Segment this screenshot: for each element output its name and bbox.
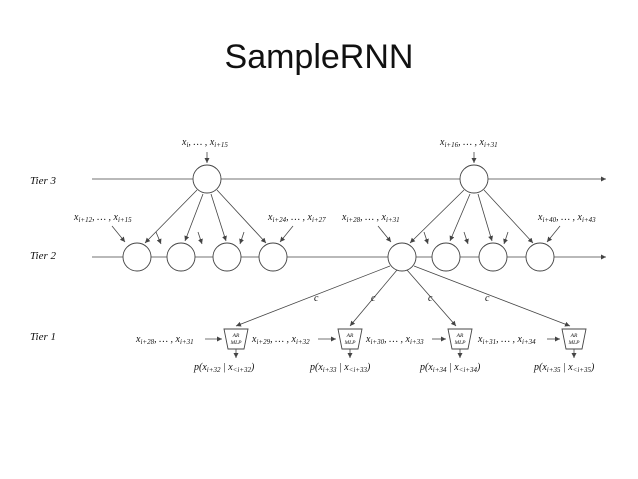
- svg-text:MLP: MLP: [568, 340, 581, 346]
- slide-title: SampleRNN: [224, 38, 414, 76]
- tier2-label: Tier 2: [30, 250, 56, 262]
- tier2-node: [525, 242, 555, 272]
- conditioning-label: c: [428, 293, 433, 304]
- tier3-input-label: xi+16, … , xi+31: [439, 137, 498, 149]
- tier2-node: [431, 242, 461, 272]
- tier2-to-tier1-edges: [235, 265, 571, 327]
- conditioning-label: c: [371, 293, 376, 304]
- output-probability-label: p(xi+33 | x<i+33): [309, 362, 371, 374]
- output-probability-label: p(xi+35 | x<i+35): [533, 362, 595, 374]
- mlp-block: AR MLP: [223, 328, 249, 350]
- tier3-node: [192, 164, 222, 194]
- tier1-label: Tier 1: [30, 331, 56, 343]
- tier2-node: [212, 242, 242, 272]
- tier2-input-label: xi+12, … , xi+15: [73, 212, 132, 224]
- svg-text:AR: AR: [232, 333, 240, 339]
- tier2-node: [258, 242, 288, 272]
- tier1-input-label: xi+31, … , xi+34: [477, 334, 536, 346]
- conditioning-label: c: [485, 293, 490, 304]
- tier2-input-label: xi+24, … , xi+27: [267, 212, 326, 224]
- tier2-input-arrows: [111, 225, 561, 243]
- tier2-node: [478, 242, 508, 272]
- mlp-output-arrows: [233, 349, 577, 358]
- tier1-input-label: xi+29, … , xi+32: [251, 334, 310, 346]
- mlp-block: AR MLP: [337, 328, 363, 350]
- tier2-node: [387, 242, 417, 272]
- math-labels: xi, … , xi+15 xi+16, … , xi+31 xi+12, … , …: [73, 137, 596, 374]
- mlp-block: AR MLP: [447, 328, 473, 350]
- output-probability-label: p(xi+32 | x<i+32): [193, 362, 255, 374]
- conditioning-label: c: [314, 293, 319, 304]
- tier2-nodes: [122, 242, 555, 272]
- output-probability-label: p(xi+34 | x<i+34): [419, 362, 481, 374]
- tier3-input-label: xi, … , xi+15: [181, 137, 228, 149]
- svg-text:MLP: MLP: [454, 340, 467, 346]
- svg-text:MLP: MLP: [230, 340, 243, 346]
- tier2-node: [122, 242, 152, 272]
- tier3-to-tier2-edges: [144, 189, 534, 244]
- tier2-input-label: xi+28, … , xi+31: [341, 212, 400, 224]
- svg-text:AR: AR: [346, 333, 354, 339]
- tier3-node: [459, 164, 489, 194]
- mlp-block: AR MLP: [561, 328, 587, 350]
- tier3-label: Tier 3: [30, 175, 56, 187]
- svg-text:MLP: MLP: [344, 340, 357, 346]
- svg-text:AR: AR: [570, 333, 578, 339]
- tier2-input-label: xi+40, … , xi+43: [537, 212, 596, 224]
- tier2-node: [166, 242, 196, 272]
- svg-text:AR: AR: [456, 333, 464, 339]
- tier1-input-label: xi+30, … , xi+33: [365, 334, 424, 346]
- tier2-recurrent-ticks: [155, 231, 509, 245]
- tier1-input-label: xi+28, … , xi+31: [135, 334, 194, 346]
